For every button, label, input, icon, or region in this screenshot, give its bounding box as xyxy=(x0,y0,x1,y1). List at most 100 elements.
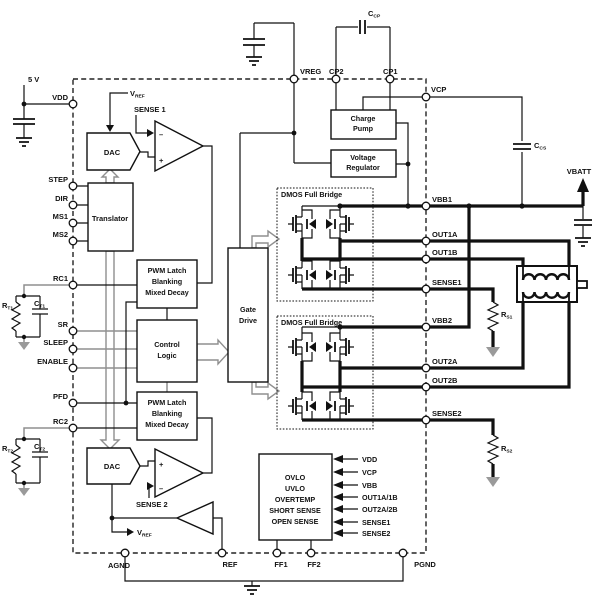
agnd-ground-icon xyxy=(244,585,260,595)
ic-pins xyxy=(68,74,431,558)
label-out2a: OUT2A xyxy=(432,357,458,366)
bridge1-outline xyxy=(276,187,374,302)
label-pwm1-l3: Mixed Decay xyxy=(145,288,189,297)
vdd-cap-icon xyxy=(13,118,35,125)
winding2-coil-icon xyxy=(521,291,571,299)
label-cp2: CP2 xyxy=(329,67,344,76)
label-rt2: RT2 xyxy=(2,444,13,455)
vreg-ground-icon xyxy=(246,56,262,66)
label-dir: DIR xyxy=(55,194,69,203)
rs2-resistor-icon xyxy=(486,434,500,465)
ref-buffer-amp xyxy=(175,500,214,536)
pin-ms2 xyxy=(68,236,78,246)
label-out1a: OUT1A xyxy=(432,230,458,239)
control-to-gate-arrow xyxy=(196,338,230,366)
out2b-wire xyxy=(302,292,571,389)
label-rc1: RC1 xyxy=(53,274,68,283)
control-logic-block xyxy=(136,319,198,383)
translator-to-dac1-arrow xyxy=(100,168,120,184)
step-dir-ms-wires xyxy=(77,185,88,242)
stepper-motor xyxy=(516,265,588,303)
gate-to-bridge1-arrow xyxy=(251,229,281,249)
ccp-loop xyxy=(335,26,391,75)
label-out1b: OUT1B xyxy=(432,248,458,257)
fault-input-stems xyxy=(341,458,358,534)
label-fault-in-vdd: VDD xyxy=(362,455,377,464)
pin-vbb2 xyxy=(421,322,431,332)
label-pfd: PFD xyxy=(53,392,69,401)
pin-cp2 xyxy=(331,74,341,84)
pin-cp1 xyxy=(385,74,395,84)
label-vregblock-l1: Voltage xyxy=(350,153,375,162)
label-sense1: SENSE1 xyxy=(432,278,462,287)
label-ms2: MS2 xyxy=(53,230,68,239)
pin-sr xyxy=(68,326,78,336)
vdd-ground-icon xyxy=(16,137,32,147)
vbatt-arrow-icon xyxy=(577,178,589,192)
charge-pump-block xyxy=(330,109,397,140)
label-rs2: RS2 xyxy=(501,444,513,455)
voltage-regulator-block xyxy=(330,149,397,178)
5v-wires xyxy=(23,85,69,138)
fault-in-arrow-2 xyxy=(333,468,343,476)
label-ff2: FF2 xyxy=(307,560,320,569)
pin-sense1 xyxy=(421,284,431,294)
label-pwm2-l1: PWM Latch xyxy=(148,398,187,407)
comp2-out-wire xyxy=(197,417,213,474)
pin-vdd xyxy=(68,99,78,109)
fault-in-arrow-6 xyxy=(333,518,343,526)
label-bridge2: DMOS Full Bridge xyxy=(281,318,342,327)
comp1-plus: + xyxy=(159,156,164,165)
pin-enable xyxy=(68,363,78,373)
dac2-comp2-wire xyxy=(140,460,155,467)
dac1-block xyxy=(86,132,141,171)
blocks xyxy=(86,109,397,541)
gate-drive-block xyxy=(227,247,269,383)
vreg-internal-wires xyxy=(239,83,331,248)
label-fault-3: OVERTEMP xyxy=(275,495,316,504)
label-fault-in-out1: OUT1A/1B xyxy=(362,493,398,502)
label-pwm1-l2: Blanking xyxy=(152,277,182,286)
ref-buffer-wires xyxy=(111,484,223,549)
label-gate-l1: Gate xyxy=(240,305,256,314)
vbatt-cap-icon xyxy=(574,219,592,226)
ct1-cap-icon xyxy=(32,308,48,315)
dac1-comp1-wire xyxy=(140,151,155,158)
motor-shaft xyxy=(576,280,588,289)
rs1-resistor-icon xyxy=(486,301,500,332)
ccs-cap-icon xyxy=(513,143,531,150)
sense1-rs1-wire xyxy=(302,287,495,347)
label-sense1-signal: SENSE 1 xyxy=(134,105,166,114)
vreg-cap-icon xyxy=(243,38,265,46)
label-translator: Translator xyxy=(92,214,128,223)
mosfet-icon xyxy=(325,332,355,362)
pin-ff1 xyxy=(272,548,282,558)
label-sense2-signal: SENSE 2 xyxy=(136,500,168,509)
label-vcp: VCP xyxy=(431,85,446,94)
pin-ms1 xyxy=(68,218,78,228)
pin-rc2 xyxy=(68,423,78,433)
comparator2 xyxy=(154,447,205,499)
rt1-ground-icon xyxy=(18,342,30,350)
grounds xyxy=(16,56,591,595)
label-5v: 5 V xyxy=(28,75,39,84)
resistors xyxy=(10,301,500,475)
label-fault-in-vcp: VCP xyxy=(362,468,377,477)
pin-pfd xyxy=(68,398,78,408)
label-vbatt: VBATT xyxy=(567,167,592,176)
label-vregblock-l2: Regulator xyxy=(346,163,380,172)
fault-in-arrow-4 xyxy=(333,493,343,501)
label-rc2: RC2 xyxy=(53,417,68,426)
label-dac1: DAC xyxy=(104,148,121,157)
mosfet-icon xyxy=(325,391,355,421)
bridge2-top-rail xyxy=(301,326,341,333)
label-vbb1: VBB1 xyxy=(432,195,452,204)
comp1-minus: – xyxy=(159,130,163,139)
mosfet-icon xyxy=(287,391,317,421)
comp2-minus: – xyxy=(159,484,163,493)
sense1-wire xyxy=(135,115,147,134)
label-ref: REF xyxy=(223,560,238,569)
label-vref-top: VREF xyxy=(130,89,145,100)
